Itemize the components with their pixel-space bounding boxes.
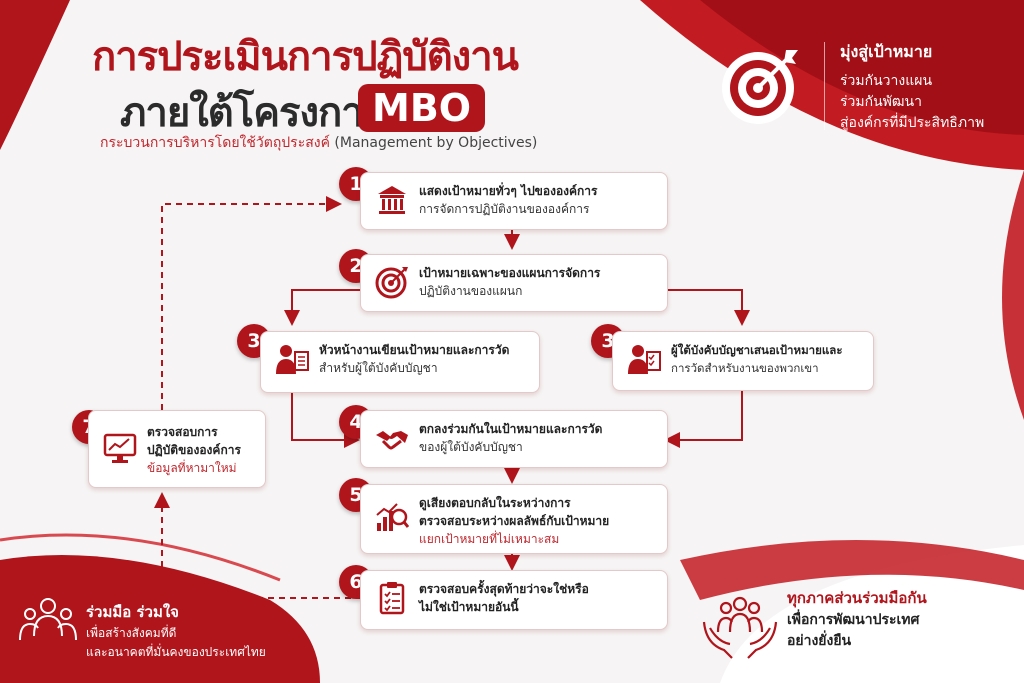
bottom-right-heading: ทุกภาคส่วนร่วมมือกัน [787, 589, 927, 607]
step-7-line2: ปฏิบัติขององค์การ [147, 443, 241, 457]
step-7-box: ตรวจสอบการ ปฏิบัติขององค์การ ข้อมูลที่หา… [88, 410, 266, 488]
team-icon [19, 598, 77, 641]
subordinate-checklist-icon [628, 345, 661, 374]
step-3-right-line1: ผู้ใต้บังคับบัญชาเสนอเป้าหมายและ [671, 343, 843, 357]
page-title-line2: ภายใต้โครงการ [120, 90, 384, 136]
goal-heading: มุ่งสู่เป้าหมาย [840, 42, 933, 61]
step-4-line2: ของผู้ใต้บังคับบัญชา [419, 440, 523, 454]
step-4-line1: ตกลงร่วมกันในเป้าหมายและการวัด [419, 422, 603, 436]
bottom-left-line: เพื่อสร้างสังคมที่ดี [86, 626, 177, 640]
target-icon [722, 50, 798, 124]
people-hands-icon [702, 596, 778, 659]
step-4-box: ตกลงร่วมกันในเป้าหมายและการวัด ของผู้ใต้… [360, 410, 668, 468]
subtitle-english: (Management by Objectives) [334, 135, 538, 151]
step-3-right-text: ผู้ใต้บังคับบัญชาเสนอเป้าหมายและ การวัดส… [671, 341, 843, 377]
monitor-chart-icon [103, 433, 137, 463]
step-3-right-box: ผู้ใต้บังคับบัญชาเสนอเป้าหมายและ การวัดส… [612, 331, 874, 391]
bottom-left-line: และอนาคตที่มั่นคงของประเทศไทย [86, 645, 266, 659]
bottom-left-heading: ร่วมมือ ร่วมใจ [86, 603, 179, 621]
step-5-line3: แยกเป้าหมายที่ไม่เหมาะสม [419, 532, 560, 546]
handshake-icon [376, 431, 408, 450]
goal-divider [824, 42, 825, 130]
goal-line: ร่วมกันพัฒนา [840, 94, 922, 110]
step-4-text: ตกลงร่วมกันในเป้าหมายและการวัด ของผู้ใต้… [419, 420, 602, 456]
step-5-box: ดูเสียงตอบกลับในระหว่างการ ตรวจสอบระหว่า… [360, 484, 668, 554]
step-2-text: เป้าหมายเฉพาะของแผนการจัดการ ปฏิบัติงานข… [419, 264, 600, 300]
chart-magnifier-icon [376, 503, 409, 531]
step-1-text: แสดงเป้าหมายทั่วๆ ไปขององค์การ การจัดการ… [419, 182, 598, 218]
step-5-line1: ดูเสียงตอบกลับในระหว่างการ [419, 496, 571, 510]
step-1-line2: การจัดการปฏิบัติงานขององค์การ [419, 202, 590, 216]
step-2-line1: เป้าหมายเฉพาะของแผนการจัดการ [419, 266, 601, 280]
step-7-line1: ตรวจสอบการ [147, 425, 218, 439]
step-2-line2: ปฏิบัติงานของแผนก [419, 284, 523, 298]
goal-line: ร่วมกันวางแผน [840, 73, 933, 89]
step-3-left-line2: สำหรับผู้ใต้บังคับบัญชา [319, 361, 438, 375]
step-1-box: แสดงเป้าหมายทั่วๆ ไปขององค์การ การจัดการ… [360, 172, 668, 230]
goal-line: สู่องค์กรที่มีประสิทธิภาพ [840, 115, 985, 131]
step-1-line1: แสดงเป้าหมายทั่วๆ ไปขององค์การ [419, 184, 598, 198]
clipboard-icon [379, 582, 405, 615]
target-icon [375, 267, 408, 299]
step-3-left-box: หัวหน้างานเขียนเป้าหมายและการวัด สำหรับผ… [260, 331, 540, 393]
step-6-line1: ตรวจสอบครั้งสุดท้ายว่าจะใช่หรือ [419, 582, 589, 596]
step-6-line2: ไม่ใช่เป้าหมายอันนี้ [419, 600, 519, 614]
bottom-right-line: อย่างยั่งยืน [787, 633, 852, 649]
step-2-box: เป้าหมายเฉพาะของแผนการจัดการ ปฏิบัติงานข… [360, 254, 668, 312]
goal-block: มุ่งสู่เป้าหมาย ร่วมกันวางแผน ร่วมกันพัฒ… [840, 40, 984, 134]
step-7-line3: ข้อมูลที่หามาใหม่ [147, 461, 237, 475]
bottom-right-line: เพื่อการพัฒนาประเทศ [787, 612, 920, 628]
manager-document-icon [276, 345, 309, 374]
bottom-right-block: ทุกภาคส่วนร่วมมือกัน เพื่อการพัฒนาประเทศ… [787, 586, 927, 652]
step-3-right-line2: การวัดสำหรับงานของพวกเขา [671, 361, 819, 375]
page-title: การประเมินการปฏิบัติงาน [92, 34, 519, 80]
mbo-badge: MBO [358, 84, 486, 132]
step-7-text: ตรวจสอบการ ปฏิบัติขององค์การ ข้อมูลที่หา… [147, 423, 241, 477]
bottom-left-block: ร่วมมือ ร่วมใจ เพื่อสร้างสังคมที่ดี และอ… [86, 600, 266, 662]
step-6-box: ตรวจสอบครั้งสุดท้ายว่าจะใช่หรือ ไม่ใช่เป… [360, 570, 668, 630]
step-3-left-text: หัวหน้างานเขียนเป้าหมายและการวัด สำหรับผ… [319, 341, 509, 377]
step-5-line2: ตรวจสอบระหว่างผลลัพธ์กับเป้าหมาย [419, 514, 610, 528]
step-3-left-line1: หัวหน้างานเขียนเป้าหมายและการวัด [319, 343, 510, 357]
organization-icon [378, 186, 406, 214]
subtitle: กระบวนการบริหารโดยใช้วัตถุประสงค์ (Manag… [100, 132, 537, 154]
step-5-text: ดูเสียงตอบกลับในระหว่างการ ตรวจสอบระหว่า… [419, 494, 609, 548]
subtitle-thai: กระบวนการบริหารโดยใช้วัตถุประสงค์ [100, 135, 330, 151]
step-6-text: ตรวจสอบครั้งสุดท้ายว่าจะใช่หรือ ไม่ใช่เป… [419, 580, 589, 616]
